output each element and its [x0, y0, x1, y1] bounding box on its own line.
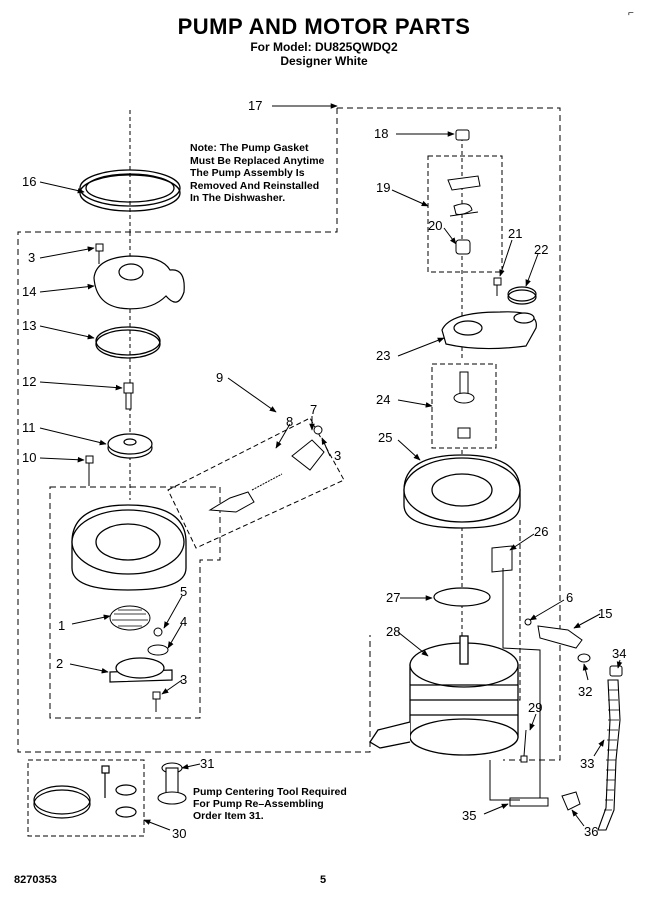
part-15-fitting — [524, 618, 583, 649]
part-2-housing — [109, 657, 173, 683]
color-line: Designer White — [280, 54, 368, 68]
corner-mark-top-right: ⌐ — [628, 8, 634, 19]
part-13-ring — [95, 326, 161, 359]
callout-2: 2 — [56, 656, 63, 671]
callout-6: 6 — [566, 590, 573, 605]
callout-32: 32 — [578, 684, 592, 699]
callout-19: 19 — [376, 180, 390, 195]
part-20-plug — [455, 239, 471, 255]
part-5-ball — [153, 627, 163, 637]
wire-routing — [489, 568, 541, 801]
callout-8: 8 — [286, 414, 293, 429]
callout-26: 26 — [534, 524, 548, 539]
part-24-shaft — [453, 371, 475, 439]
part-1-filter — [109, 605, 151, 631]
item-24-box — [431, 363, 497, 449]
part-19-spring-set — [447, 175, 481, 217]
part-4-oring — [147, 644, 169, 656]
callout-20: 20 — [428, 218, 442, 233]
assembly-boundary-left — [17, 108, 371, 753]
part-29-screw — [520, 729, 528, 763]
callout-16: 16 — [22, 174, 36, 189]
centering-tool-note: Pump Centering Tool Required For Pump Re… — [193, 786, 347, 822]
callout-4: 4 — [180, 614, 187, 629]
callout-34: 34 — [612, 646, 626, 661]
part-25-motor-mount — [403, 454, 521, 529]
callout-28: 28 — [386, 624, 400, 639]
part-11-impeller — [107, 433, 153, 459]
callout-3-top: 3 — [28, 250, 35, 265]
pump-gasket-note: Note: The Pump Gasket Must Be Replaced A… — [190, 142, 325, 204]
part-3-screw-bottom — [152, 691, 161, 712]
part-12-fastener — [123, 382, 134, 410]
callout-7: 7 — [310, 402, 317, 417]
callout-36: 36 — [584, 824, 598, 839]
callout-13: 13 — [22, 318, 36, 333]
callout-5: 5 — [180, 584, 187, 599]
part-28-motor — [369, 635, 519, 756]
part-22-seal — [507, 286, 537, 305]
part-23-plate — [441, 311, 537, 350]
callout-22: 22 — [534, 242, 548, 257]
part-9-valve-assembly — [208, 425, 325, 513]
part-14-cover — [93, 255, 185, 310]
page-number: 5 — [320, 874, 327, 886]
callout-10: 10 — [22, 450, 36, 465]
callout-24: 24 — [376, 392, 390, 407]
model-line: For Model: DU825QWDQ2 — [250, 40, 398, 54]
part-number: 8270353 — [14, 874, 57, 886]
part-21-screw — [493, 277, 502, 296]
part-18-cap — [455, 129, 470, 141]
part-35-bolt — [509, 797, 549, 807]
callout-17: 17 — [248, 98, 262, 113]
callout-35: 35 — [462, 808, 476, 823]
part-32-clamp — [577, 653, 591, 663]
callout-21: 21 — [508, 226, 522, 241]
pump-subassembly-box — [49, 486, 221, 719]
callout-25: 25 — [378, 430, 392, 445]
callout-11: 11 — [22, 420, 36, 435]
item-30-box — [27, 759, 145, 837]
pump-housing — [71, 504, 187, 591]
part-3-screw-top — [95, 243, 104, 264]
item-9-box — [167, 417, 345, 549]
callout-23: 23 — [376, 348, 390, 363]
item-19-box — [427, 155, 503, 273]
callout-9: 9 — [216, 370, 223, 385]
part-34-cap — [609, 665, 623, 677]
callout-18: 18 — [374, 126, 388, 141]
part-10-screw — [85, 455, 94, 486]
callout-15: 15 — [598, 606, 612, 621]
callout-33: 33 — [580, 756, 594, 771]
callout-3-bottom: 3 — [180, 672, 187, 687]
callout-29: 29 — [528, 700, 542, 715]
part-33-hose — [597, 679, 621, 831]
part-31-centering-tool — [157, 762, 187, 805]
callout-30: 30 — [172, 826, 186, 841]
page-title: PUMP AND MOTOR PARTS — [177, 14, 471, 39]
callout-12: 12 — [22, 374, 36, 389]
part-27-disc — [433, 587, 491, 607]
callout-31: 31 — [200, 756, 214, 771]
callout-1: 1 — [58, 618, 65, 633]
part-36-nut — [561, 791, 581, 811]
part-26-clip — [491, 545, 513, 573]
assembly-boundary-right — [337, 107, 561, 761]
callout-3-right: 3 — [334, 448, 341, 463]
callout-27: 27 — [386, 590, 400, 605]
callout-14: 14 — [22, 284, 36, 299]
part-30-service-kit — [33, 765, 137, 819]
